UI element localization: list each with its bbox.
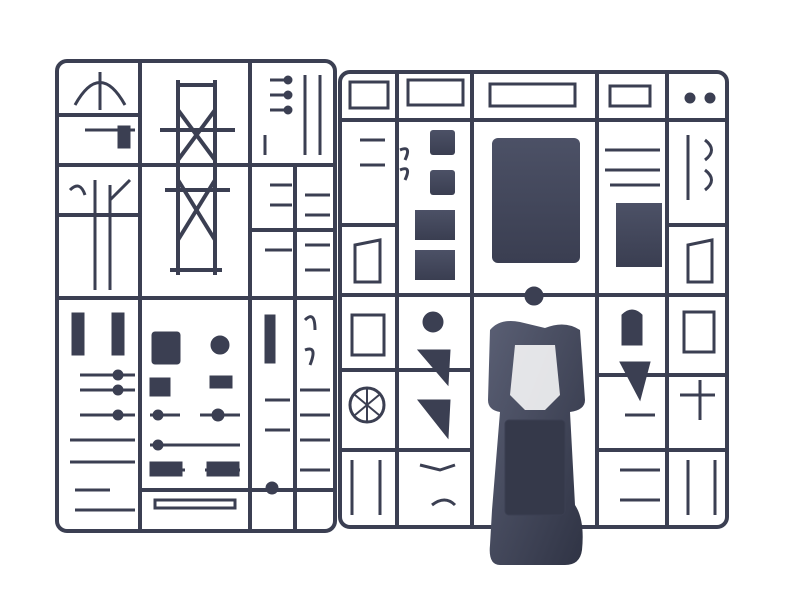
wheel-hub-part [422,311,444,333]
hook-part [68,184,87,196]
right-upper-levers [605,135,713,200]
left-sprue-parts [68,72,330,512]
gear-part [210,335,230,355]
chassis-frame-part [160,80,235,275]
box-part-1 [415,210,455,240]
left-sprue-frame [55,59,337,533]
floor-panel-part [492,138,580,263]
body-tub-part [488,286,585,565]
window-frame-part-2 [682,310,716,354]
seat-back-part [621,309,643,346]
plate-part-2 [111,312,125,356]
fender-part-1 [416,349,451,387]
fender-part-2 [416,399,451,440]
lower-left-rods [350,460,457,515]
side-frame-part-2 [686,238,714,284]
small-block-part [117,125,131,149]
long-bar-part [153,498,237,510]
clip-parts-left [360,138,410,181]
top-frame-part-4 [608,84,652,108]
block-part-2 [206,461,240,477]
window-frame-part-1 [350,313,386,357]
bolt-row-parts [70,369,135,512]
knob-part-1 [684,92,696,104]
tall-plate-part [264,314,276,364]
bent-pipe-part [108,178,132,202]
block-part-1 [149,461,183,477]
bracket-part [616,203,662,267]
seat-part [151,331,181,365]
box-part-2 [415,250,455,280]
right-col-lower-parts [265,315,330,495]
housing-part-2 [209,375,233,389]
steering-wheel-spokes [354,388,380,422]
top-frame-part-3 [488,82,577,108]
fuel-cap-part [524,286,544,306]
plate-part-1 [71,312,85,356]
right-sprue-frame [338,70,729,529]
knob-part-2 [704,92,716,104]
body-cockpit-opening [510,345,560,410]
small-levers-column [263,75,330,272]
body-rear-panel [504,419,566,516]
top-frame-part-1 [348,80,390,110]
cushion-part-1 [430,130,455,155]
cushion-part-2 [430,170,455,195]
right-sprue-parts [348,78,717,565]
housing-part [149,377,171,397]
mid-small-parts [150,408,240,472]
fender-part-3 [619,361,651,402]
right-lower-small-parts [620,380,717,515]
side-frame-part-1 [353,238,382,284]
top-frame-part-2 [406,78,465,107]
